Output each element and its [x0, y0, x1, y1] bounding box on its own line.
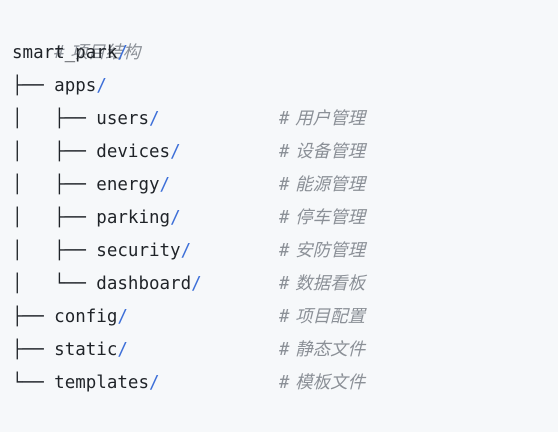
tree-line: └── templates/ # 模板文件 — [12, 367, 558, 400]
tree-prefix: │ └── — [12, 274, 97, 294]
tree-line: │ ├── security/ # 安防管理 — [12, 235, 558, 268]
comment-hash: # — [279, 142, 290, 162]
comment-text: 静态文件 — [289, 340, 366, 360]
comment-text: 模板文件 — [289, 373, 366, 393]
tree-line: ├── apps/ — [12, 70, 558, 103]
tree-prefix: └── — [12, 373, 55, 393]
comment-text: 设备管理 — [289, 142, 366, 162]
inline-comment: # 能源管理 — [279, 169, 365, 202]
folder-name: dashboard — [96, 274, 192, 294]
inline-comment: # 模板文件 — [279, 367, 365, 400]
tree-prefix: ├── — [12, 76, 55, 96]
comment-hash: # — [279, 241, 290, 261]
comment-text: 用户管理 — [289, 109, 366, 129]
folder-name: static — [54, 340, 118, 360]
folder-name: apps — [54, 76, 97, 96]
folder-name: config — [54, 307, 118, 327]
header-comment: # 项目结构 — [54, 43, 140, 63]
comment-hash: # — [279, 307, 290, 327]
comment-text: 项目结构 — [64, 43, 141, 63]
inline-comment: # 用户管理 — [279, 103, 365, 136]
tree-line: │ ├── users/ # 用户管理 — [12, 103, 558, 136]
root-line: smart_park/ — [12, 37, 558, 70]
tree-prefix: │ ├── — [12, 208, 97, 228]
inline-comment: # 项目配置 — [279, 301, 365, 334]
tree-prefix: │ ├── — [12, 241, 97, 261]
comment-hash: # — [279, 274, 290, 294]
folder-slash: / — [170, 142, 181, 162]
comment-text: 能源管理 — [289, 175, 366, 195]
folder-slash: / — [148, 109, 160, 129]
inline-comment: # 安防管理 — [279, 235, 365, 268]
folder-slash: / — [117, 307, 128, 327]
folder-slash: / — [191, 274, 202, 294]
folder-name: parking — [96, 208, 171, 228]
tree-prefix: │ ├── — [12, 175, 97, 195]
folder-slash: / — [180, 241, 192, 261]
folder-slash: / — [117, 340, 128, 360]
tree-line: │ ├── parking/ # 停车管理 — [12, 202, 558, 235]
tree-line: │ ├── devices/ # 设备管理 — [12, 136, 558, 169]
folder-slash: / — [159, 175, 171, 195]
tree-line: ├── config/ # 项目配置 — [12, 301, 558, 334]
tree-line: │ └── dashboard/ # 数据看板 — [12, 268, 558, 301]
tree-prefix: ├── — [12, 340, 55, 360]
folder-name: templates — [54, 373, 149, 393]
folder-slash: / — [117, 43, 128, 63]
comment-text: 停车管理 — [289, 208, 366, 228]
comment-hash: # — [279, 109, 290, 129]
folder-slash: / — [96, 76, 107, 96]
comment-hash: # — [279, 340, 290, 360]
comment-hash: # — [279, 373, 290, 393]
comment-hash: # — [279, 175, 290, 195]
folder-name: security — [96, 241, 181, 261]
folder-slash: / — [170, 208, 181, 228]
inline-comment: # 数据看板 — [279, 268, 365, 301]
inline-comment: # 设备管理 — [279, 136, 365, 169]
header-comment-line: # 项目结构 — [12, 4, 558, 63]
inline-comment: # 停车管理 — [279, 202, 365, 235]
tree-prefix: ├── — [12, 307, 55, 327]
folder-name: users — [96, 109, 149, 129]
comment-text: 安防管理 — [289, 241, 366, 261]
tree-prefix: │ ├── — [12, 142, 97, 162]
folder-name: devices — [96, 142, 171, 162]
folder-slash: / — [148, 373, 160, 393]
comment-text: 项目配置 — [289, 307, 366, 327]
comment-hash: # — [54, 43, 65, 63]
comment-hash: # — [279, 208, 290, 228]
tree-prefix: │ ├── — [12, 109, 97, 129]
root-folder-name: smart_park — [12, 43, 118, 63]
folder-name: energy — [96, 175, 160, 195]
comment-text: 数据看板 — [289, 274, 366, 294]
tree-line: ├── static/ # 静态文件 — [12, 334, 558, 367]
inline-comment: # 静态文件 — [279, 334, 365, 367]
tree-line: │ ├── energy/ # 能源管理 — [12, 169, 558, 202]
